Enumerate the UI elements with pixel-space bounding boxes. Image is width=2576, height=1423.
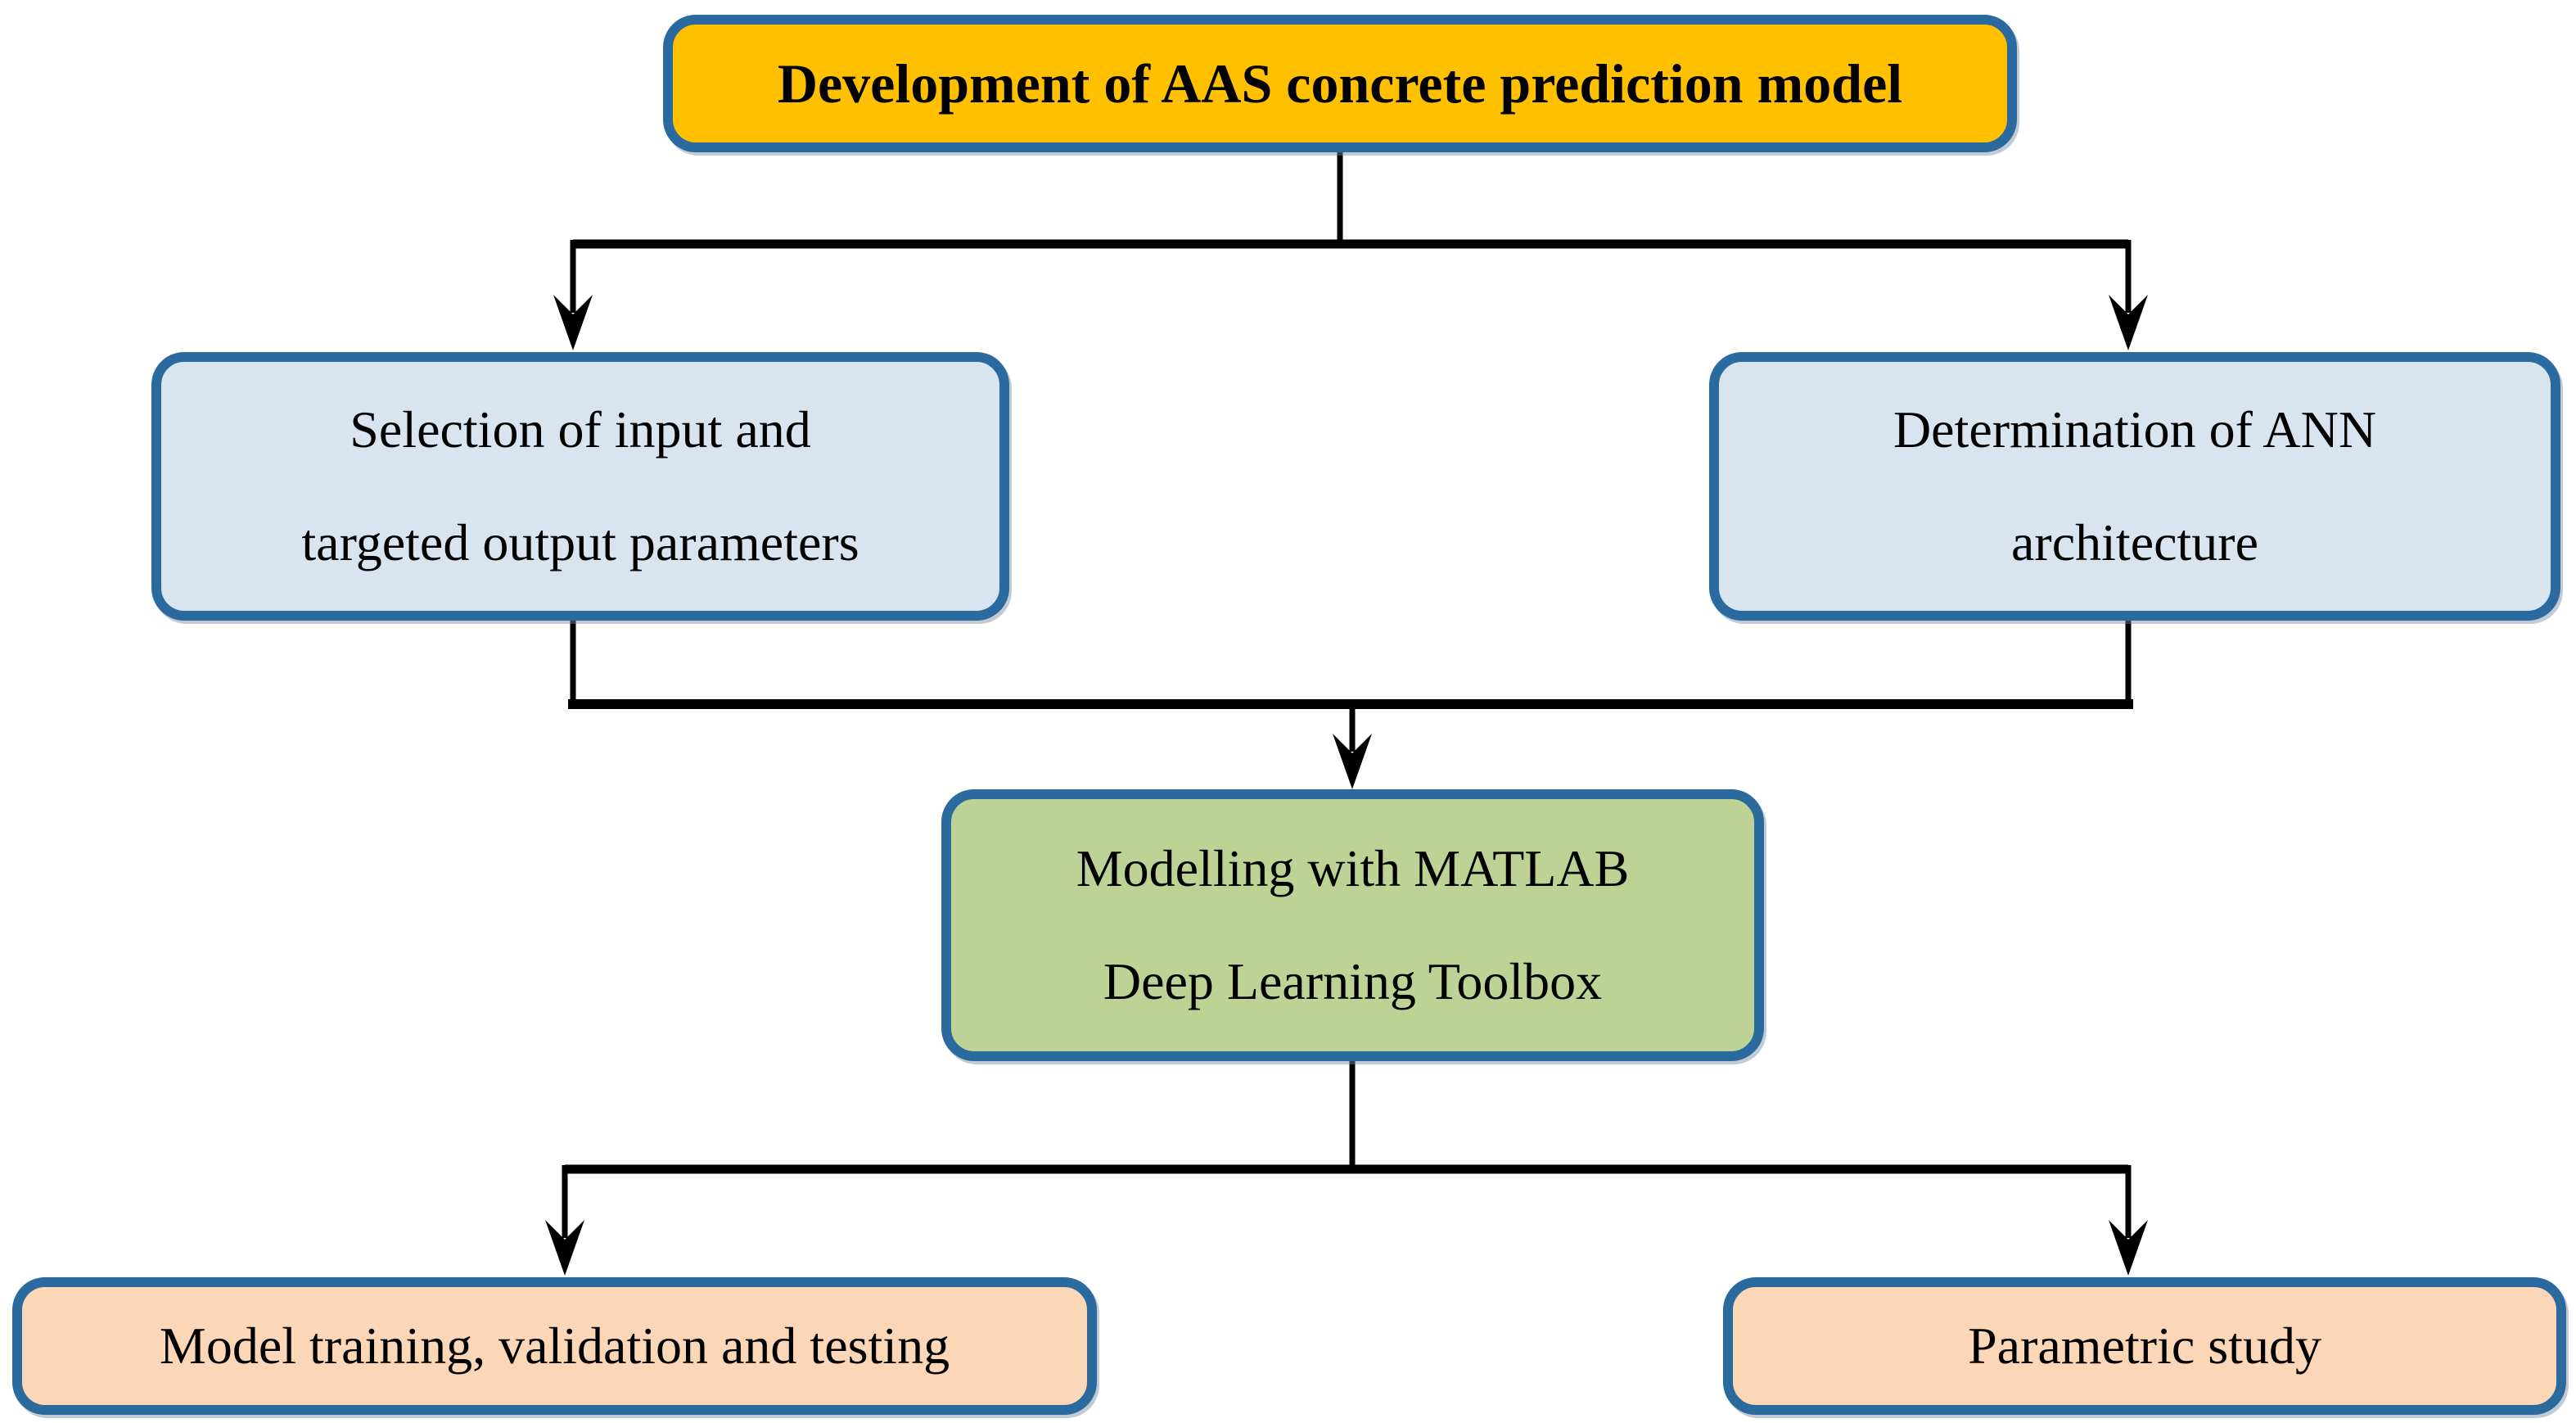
arrowhead-down-icon [1333, 734, 1372, 789]
node-matlab-modelling: Modelling with MATLAB Deep Learning Tool… [941, 789, 1764, 1061]
node-ann-architecture: Determination of ANN architecture [1709, 352, 2560, 621]
node-parametric-study: Parametric study [1723, 1277, 2566, 1415]
arrowhead-down-icon [545, 1220, 584, 1276]
node-parametric-study-label: Parametric study [1968, 1317, 2321, 1376]
node-ann-architecture-line2: architecture [2011, 513, 2258, 571]
arrowhead-down-icon [2109, 295, 2148, 350]
node-model-training: Model training, validation and testing [12, 1277, 1097, 1415]
node-matlab-modelling-line1: Modelling with MATLAB [1076, 839, 1630, 898]
node-development-label: Development of AAS concrete prediction m… [777, 52, 1903, 115]
node-input-selection: Selection of input and targeted output p… [151, 352, 1009, 621]
node-development: Development of AAS concrete prediction m… [663, 15, 2017, 152]
node-ann-architecture-line1: Determination of ANN [1893, 400, 2377, 459]
node-input-selection-line1: Selection of input and [350, 400, 811, 459]
arrowhead-down-icon [553, 295, 593, 350]
arrowhead-down-icon [2109, 1220, 2148, 1276]
node-matlab-modelling-line2: Deep Learning Toolbox [1103, 952, 1603, 1010]
node-input-selection-line2: targeted output parameters [301, 513, 859, 571]
node-model-training-label: Model training, validation and testing [159, 1317, 950, 1376]
